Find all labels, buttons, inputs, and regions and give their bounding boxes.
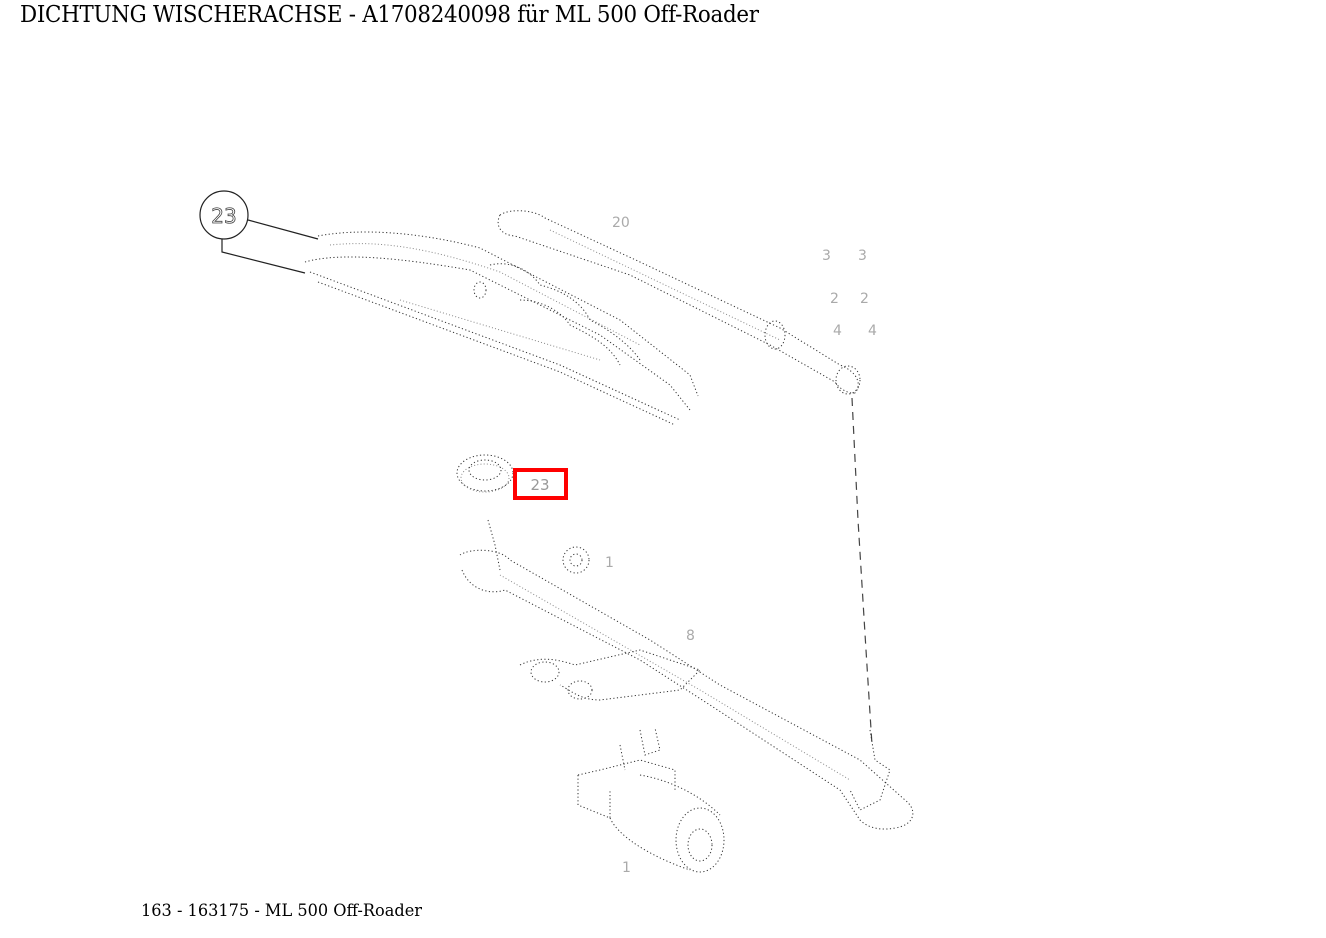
part-label[interactable]: 2 [860, 291, 869, 307]
diagram-caption: 163 - 163175 - ML 500 Off-Roader [141, 901, 423, 921]
highlighted-part-hotspot[interactable]: 23 [513, 468, 568, 500]
wiper-arm [497, 210, 861, 395]
part-label[interactable]: 4 [833, 323, 842, 339]
wiper-motor [577, 727, 725, 873]
callout-number: 23 [211, 204, 236, 228]
callout-23[interactable]: 23 [199, 190, 319, 274]
part-label[interactable]: 3 [822, 248, 831, 264]
part-label[interactable]: 2 [830, 291, 839, 307]
part-label[interactable]: 1 [605, 555, 614, 571]
wiper-blade [304, 231, 699, 426]
highlighted-part-label: 23 [530, 476, 549, 494]
part-label[interactable]: 1 [622, 860, 631, 876]
wiper-linkage [459, 519, 914, 830]
part-label[interactable]: 8 [686, 628, 695, 644]
page-title: DICHTUNG WISCHERACHSE - A1708240098 für … [20, 2, 759, 28]
part-label[interactable]: 4 [868, 323, 877, 339]
part-label[interactable]: 3 [858, 248, 867, 264]
part-label[interactable]: 20 [612, 215, 630, 231]
seal-part [456, 454, 514, 493]
nut-part [562, 546, 590, 574]
